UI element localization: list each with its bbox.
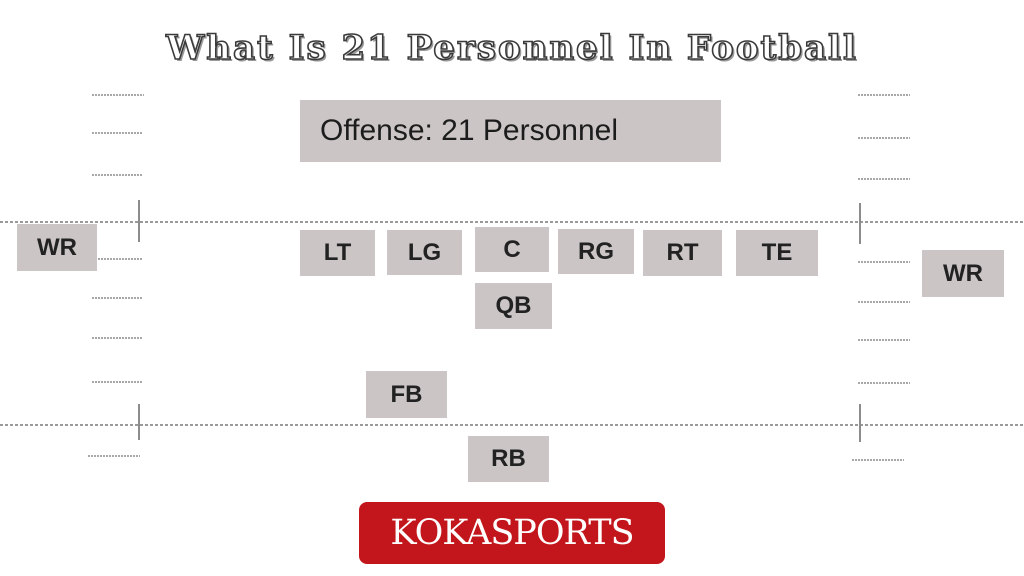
left-hash-marks [88, 94, 144, 457]
position-fb: FB [366, 371, 447, 418]
position-rg: RG [558, 229, 634, 274]
position-wr-left: WR [17, 224, 97, 271]
brand-logo: KOKASPORTS [359, 502, 665, 564]
position-rb: RB [468, 436, 549, 482]
position-rt: RT [643, 230, 722, 276]
position-te: TE [736, 230, 818, 276]
formation-banner: Offense: 21 Personnel [300, 100, 721, 162]
position-c: C [475, 227, 549, 272]
field-ticks [138, 200, 861, 442]
field-lines [0, 94, 1024, 461]
position-lg: LG [387, 230, 462, 275]
position-wr-right: WR [922, 250, 1004, 297]
yard-lines [0, 221, 1024, 426]
position-qb: QB [475, 283, 552, 329]
right-hash-marks [852, 94, 910, 461]
position-lt: LT [300, 230, 375, 276]
page-title: What Is 21 Personnel In Football [165, 27, 858, 69]
